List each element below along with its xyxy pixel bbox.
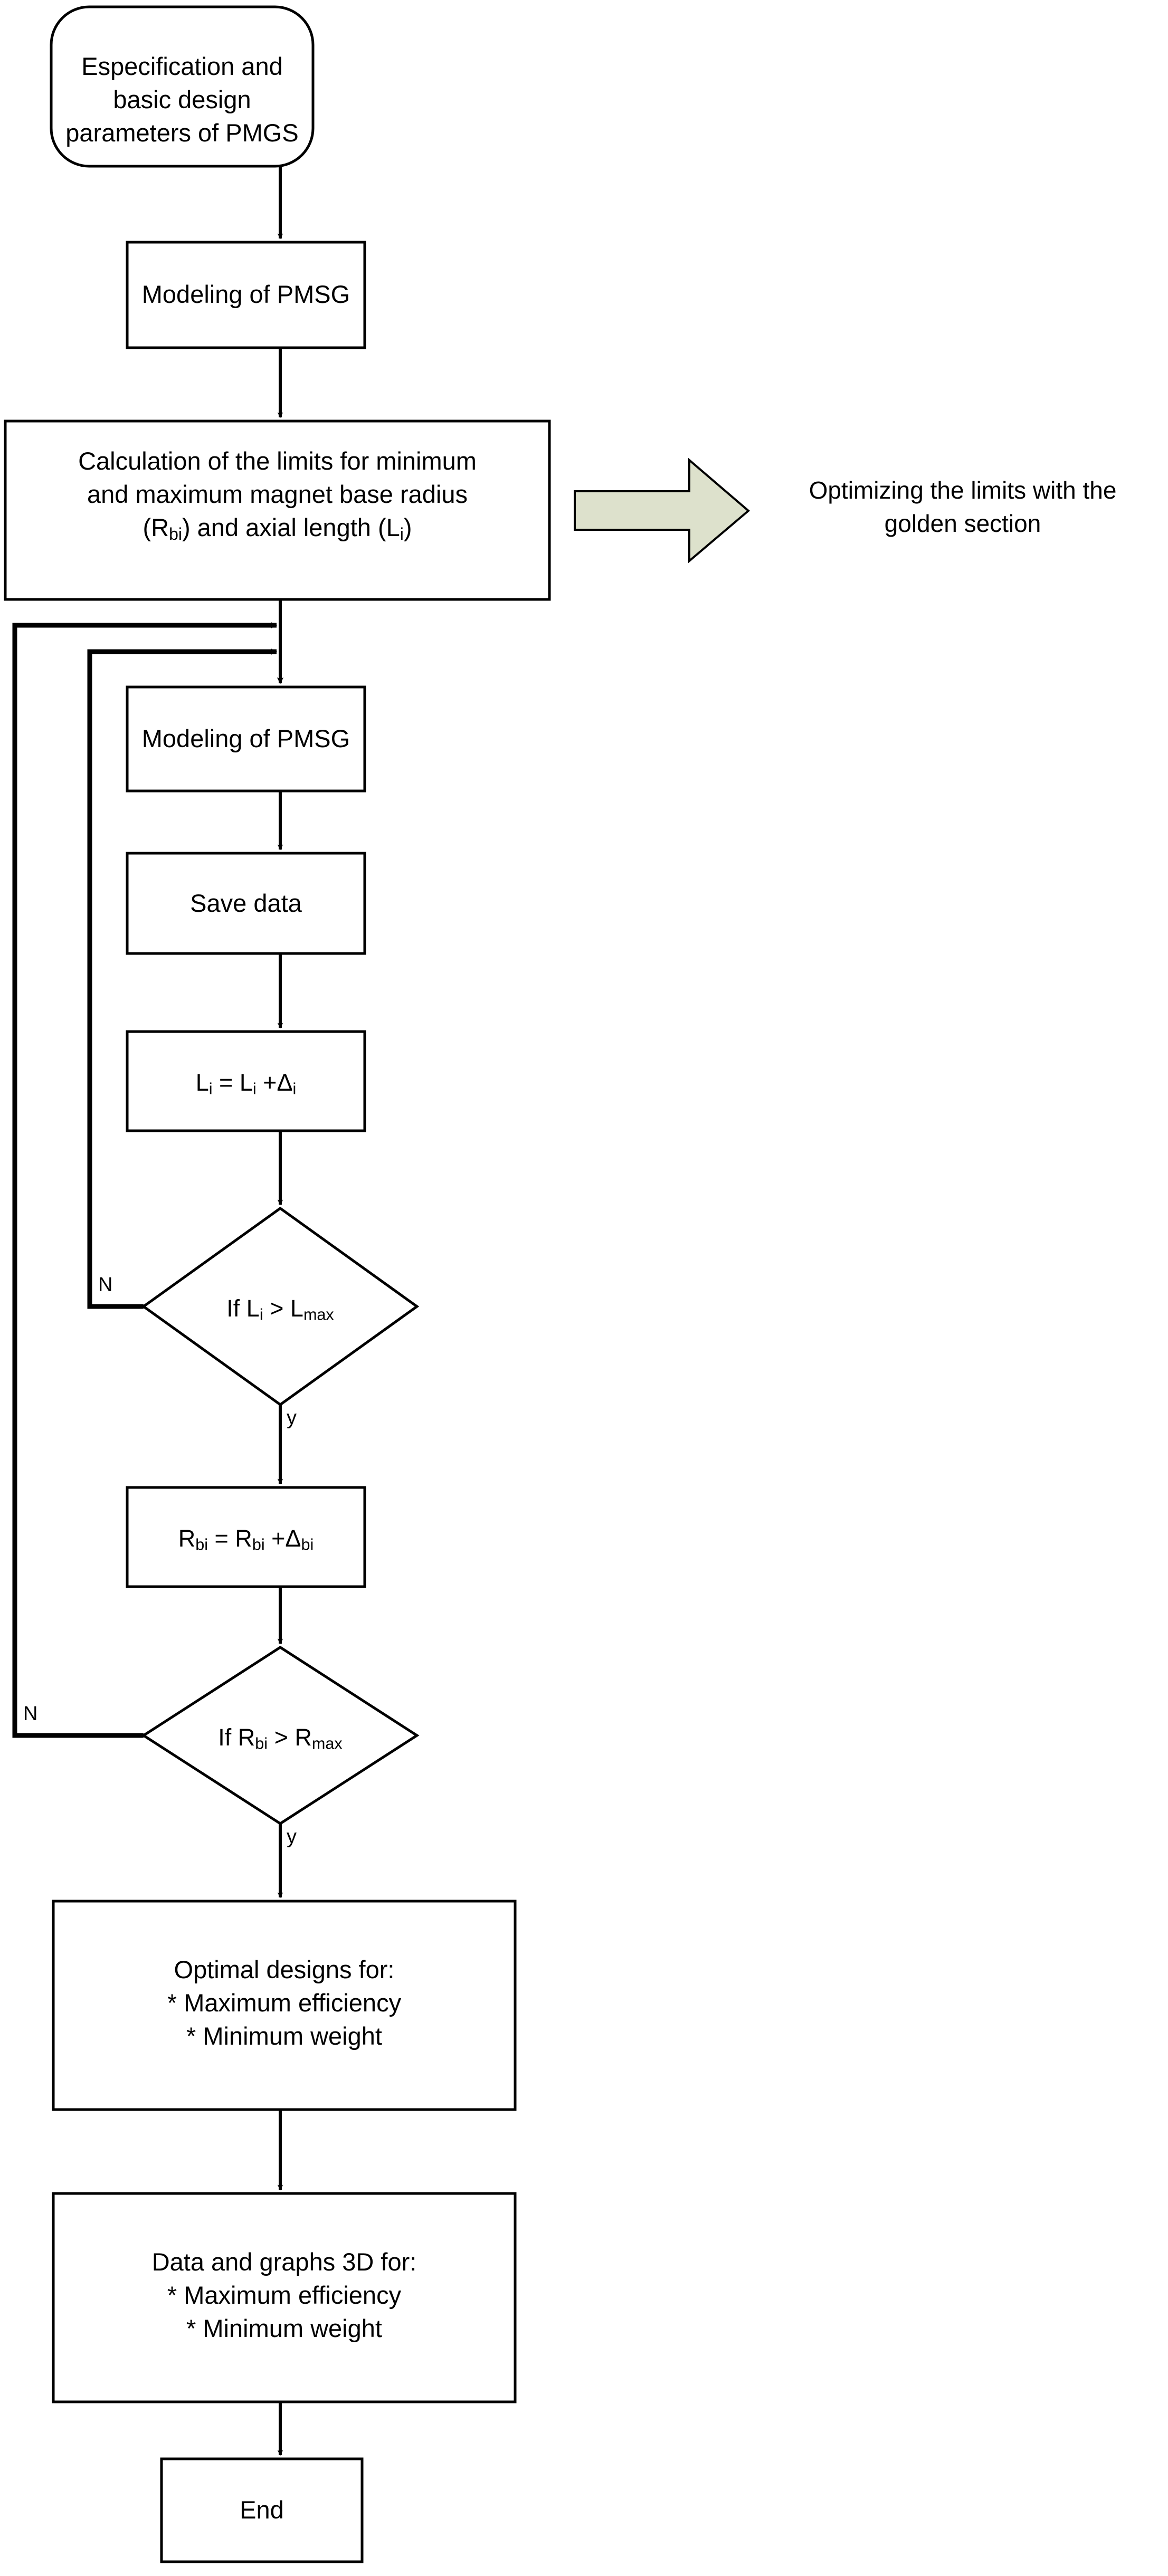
node-model2-shape <box>126 685 366 793</box>
edge-label-dec-l-yes: y <box>287 1407 297 1429</box>
node-graphs-shape <box>52 2192 517 2403</box>
node-dec-l-shape <box>141 1206 420 1407</box>
edge-label-dec-l-no: N <box>98 1274 113 1296</box>
node-optimal-shape <box>52 1900 517 2111</box>
edge-dec-r-no-loopback <box>12 622 278 1738</box>
annotation-label: Optimizing the limits with the golden se… <box>809 476 1117 538</box>
node-limits-shape <box>4 419 551 601</box>
annotation-block-arrow-icon <box>574 457 751 564</box>
node-li-update-shape <box>126 1030 366 1132</box>
node-model1-shape <box>126 241 366 349</box>
node-rbi-update-shape <box>126 1486 366 1588</box>
node-start-shape <box>50 5 315 168</box>
node-dec-r-shape <box>141 1646 420 1825</box>
node-save-shape <box>126 852 366 955</box>
edge-dec-l-no-loopback <box>87 648 278 1309</box>
edge-label-dec-r-no: N <box>23 1703 38 1725</box>
node-end-shape <box>160 2457 364 2563</box>
edge-label-dec-r-yes: y <box>287 1826 297 1848</box>
